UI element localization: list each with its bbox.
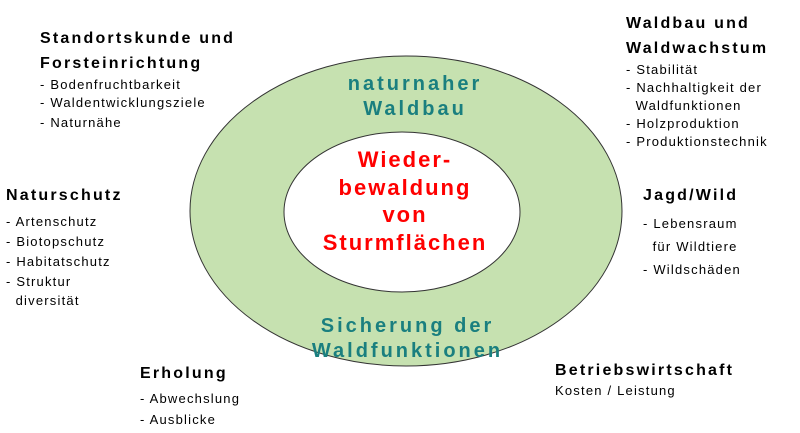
- group-item: - Lebensraum: [643, 216, 738, 231]
- ring-top-line: naturnaher: [347, 73, 483, 95]
- group-item: diversität: [6, 293, 80, 308]
- group-item: - Holzproduktion: [626, 116, 740, 131]
- group-item: Waldfunktionen: [626, 98, 742, 113]
- group-item: - Biotopschutz: [6, 234, 106, 249]
- group-item: - Artenschutz: [6, 214, 98, 229]
- group-title: Betriebswirtschaft: [555, 362, 735, 379]
- inner-core: [283, 131, 521, 293]
- group-item: - Ausblicke: [140, 412, 217, 427]
- group-item: - Produktionstechnik: [626, 134, 768, 149]
- ring-label-bottom: Sicherung der Waldfunktionen: [270, 314, 545, 364]
- group-item: - Struktur: [6, 274, 72, 289]
- group-title: Erholung: [140, 365, 228, 382]
- core-line: von: [382, 202, 428, 227]
- ring-bottom-line: Waldfunktionen: [311, 340, 504, 362]
- core-line: Wieder-: [357, 147, 453, 172]
- ring-top-line: Waldbau: [363, 98, 467, 120]
- group-title: Forsteinrichtung: [40, 55, 203, 72]
- group-item: - Waldentwicklungsziele: [40, 95, 206, 110]
- group-item: - Habitatschutz: [6, 254, 111, 269]
- group-title: Naturschutz: [6, 187, 123, 204]
- group-erholung: Erholung - Abwechslung - Ausblicke: [140, 361, 240, 430]
- core-label: Wieder- bewaldung von Sturmflächen: [300, 146, 510, 256]
- ring-bottom-line: Sicherung der: [320, 315, 495, 337]
- group-title: Waldbau und: [626, 15, 751, 32]
- group-betrieb: Betriebswirtschaft Kosten / Leistung: [555, 360, 734, 400]
- ring-label-top: naturnaher Waldbau: [290, 72, 540, 122]
- group-item: - Bodenfruchtbarkeit: [40, 77, 182, 92]
- core-line: Sturmflächen: [322, 229, 488, 255]
- group-naturschutz: Naturschutz - Artenschutz - Biotopschutz…: [6, 183, 123, 310]
- group-standort: Standortskunde und Forsteinrichtung - Bo…: [40, 26, 235, 132]
- group-title: Jagd/Wild: [643, 187, 739, 204]
- group-title: Waldwachstum: [626, 40, 769, 57]
- group-item: - Abwechslung: [140, 391, 241, 406]
- group-item: - Nachhaltigkeit der: [626, 80, 762, 95]
- group-jagd: Jagd/Wild - Lebensraum für Wildtiere - W…: [643, 183, 741, 281]
- group-item: für Wildtiere: [643, 239, 738, 254]
- group-item: Kosten / Leistung: [555, 383, 676, 398]
- group-item: - Naturnähe: [40, 115, 122, 130]
- group-item: - Stabilität: [626, 62, 699, 77]
- core-line: bewaldung: [338, 174, 472, 200]
- group-item: - Wildschäden: [643, 262, 741, 277]
- group-waldbau: Waldbau und Waldwachstum - Stabilität - …: [626, 11, 768, 151]
- group-title: Standortskunde und: [40, 30, 236, 47]
